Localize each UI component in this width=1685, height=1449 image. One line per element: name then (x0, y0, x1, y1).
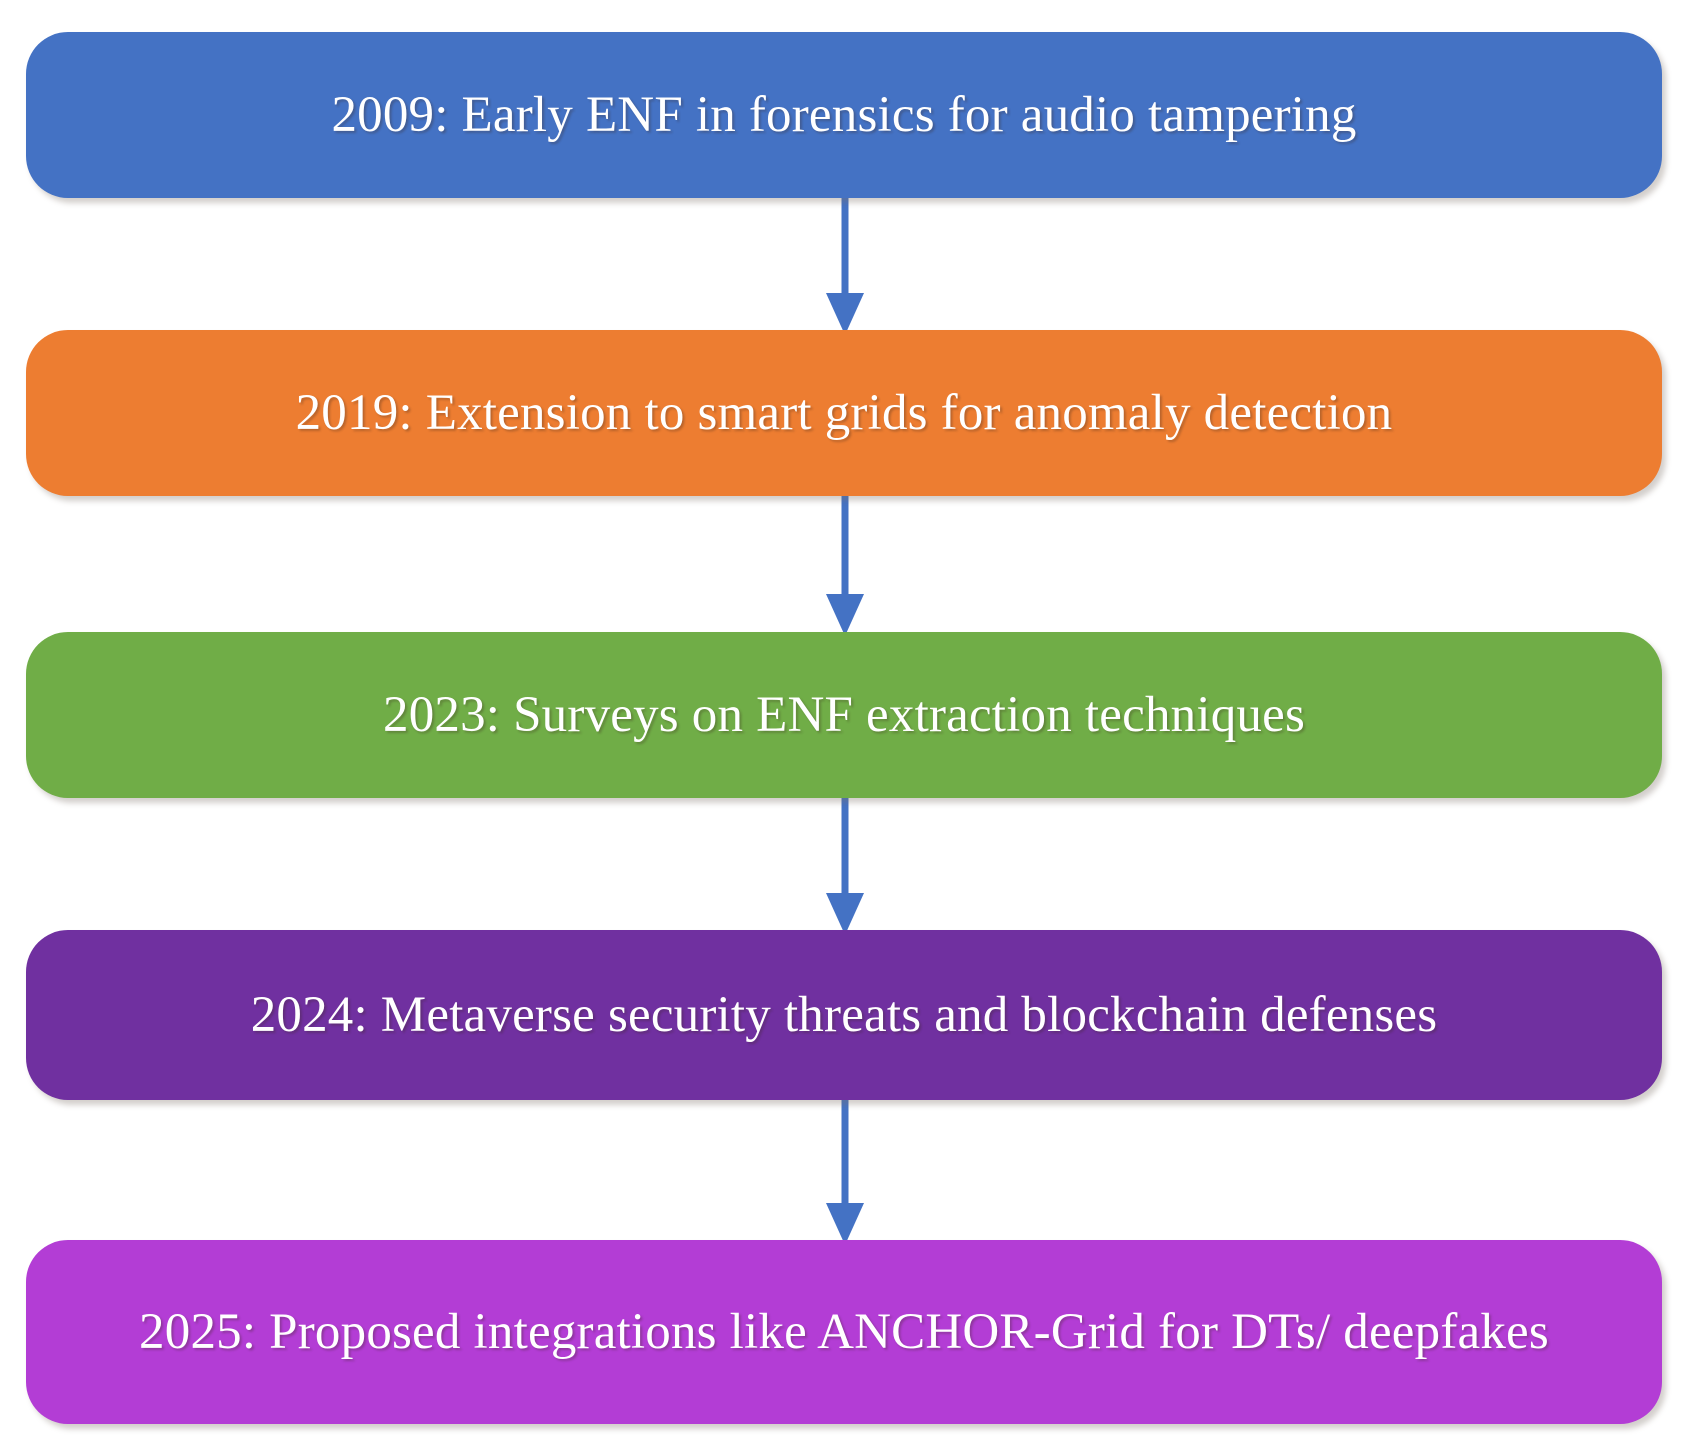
flow-node-2023[interactable]: 2023: Surveys on ENF extraction techniqu… (26, 632, 1662, 798)
flow-node-2019[interactable]: 2019: Extension to smart grids for anoma… (26, 330, 1662, 496)
flow-node-2025[interactable]: 2025: Proposed integrations like ANCHOR-… (26, 1240, 1662, 1424)
flow-node-2019-label: 2019: Extension to smart grids for anoma… (295, 384, 1393, 441)
arrowhead-down-icon (826, 893, 864, 935)
arrowhead-down-icon (826, 594, 864, 636)
arrowhead-down-icon (826, 293, 864, 335)
connector-arrow-2024-to-2025 (826, 1097, 864, 1245)
connector-arrow-2023-to-2024 (826, 795, 864, 935)
flow-node-2023-label: 2023: Surveys on ENF extraction techniqu… (383, 686, 1305, 743)
flow-node-2009[interactable]: 2009: Early ENF in forensics for audio t… (26, 32, 1662, 198)
flow-node-2024[interactable]: 2024: Metaverse security threats and blo… (26, 930, 1662, 1100)
flow-node-2009-label: 2009: Early ENF in forensics for audio t… (331, 86, 1357, 143)
flow-node-2025-label: 2025: Proposed integrations like ANCHOR-… (139, 1303, 1549, 1360)
connector-arrow-2009-to-2019 (826, 195, 864, 335)
arrowhead-down-icon (826, 1203, 864, 1245)
flow-node-2024-label: 2024: Metaverse security threats and blo… (250, 986, 1438, 1043)
connector-arrow-2019-to-2023 (826, 494, 864, 636)
